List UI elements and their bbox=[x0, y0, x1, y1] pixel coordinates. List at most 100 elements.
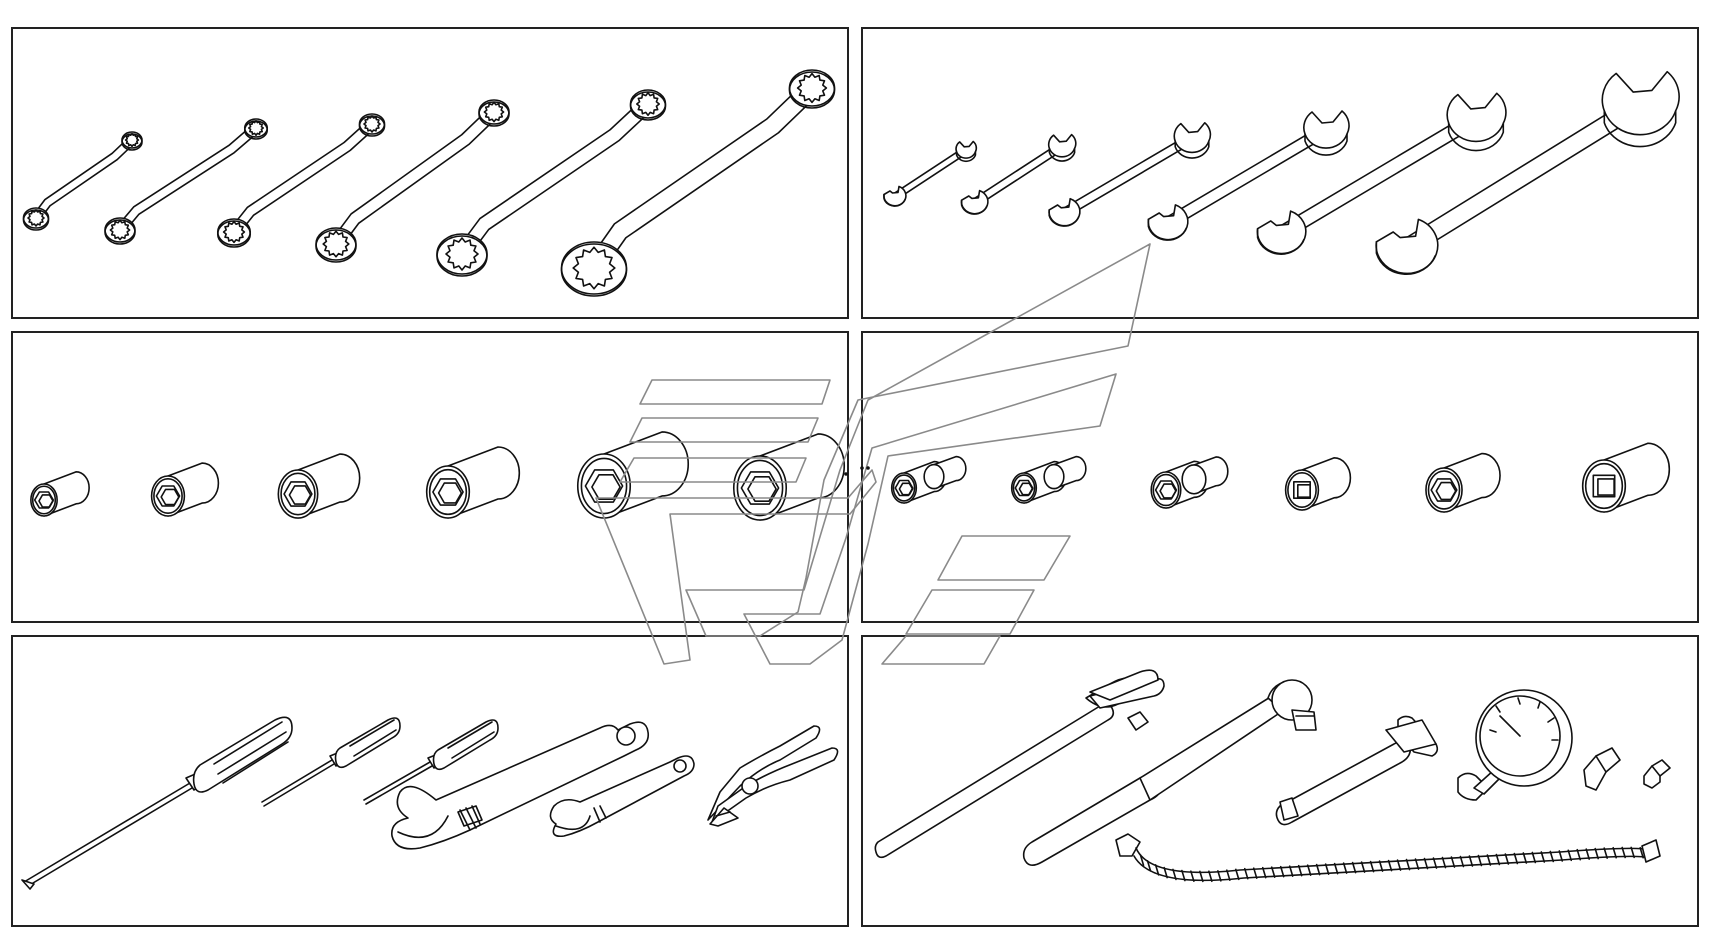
panel-hex-sockets bbox=[11, 331, 849, 623]
hex-socket-icon bbox=[277, 453, 361, 519]
hose-rib bbox=[1297, 864, 1303, 877]
ratchet-icon bbox=[1022, 679, 1317, 866]
hose-rib bbox=[1146, 860, 1152, 872]
socket-extension-icon bbox=[923, 455, 967, 490]
t-handle-icon bbox=[874, 669, 1165, 859]
hose-rib bbox=[1342, 862, 1348, 874]
hose-rib bbox=[1387, 859, 1393, 872]
hose-rib bbox=[1423, 857, 1429, 870]
hose-rib bbox=[1405, 858, 1411, 871]
socket-icon bbox=[1581, 442, 1671, 513]
hose-rib bbox=[1540, 851, 1546, 863]
socket-extension-icon bbox=[1043, 455, 1087, 490]
hose-rib bbox=[1261, 866, 1267, 879]
hose-rib bbox=[1360, 861, 1366, 873]
panel-hand-tools bbox=[11, 635, 849, 927]
hose-rib bbox=[1243, 867, 1249, 880]
hose-rib bbox=[1522, 852, 1528, 864]
adapter-icon bbox=[1643, 759, 1671, 789]
socket-icon bbox=[1425, 452, 1501, 513]
pliers-icon bbox=[707, 725, 839, 827]
hose-rib bbox=[1226, 869, 1231, 881]
hose-rib bbox=[1603, 847, 1608, 859]
hose-rib bbox=[1288, 865, 1294, 877]
hose-rib bbox=[1477, 854, 1483, 867]
hose-rib bbox=[1585, 848, 1591, 860]
hose-rib bbox=[1163, 866, 1168, 879]
hose-rib bbox=[1450, 856, 1456, 868]
extension-bar-icon bbox=[1275, 715, 1439, 826]
panel-mixed-sockets bbox=[861, 331, 1699, 623]
hose-rib bbox=[1396, 859, 1402, 871]
hose-rib bbox=[1567, 849, 1573, 862]
socket-extension-icon bbox=[1181, 456, 1229, 495]
hose-rib bbox=[1594, 847, 1599, 860]
hex-socket-icon bbox=[30, 471, 90, 517]
hose-rib bbox=[1234, 868, 1240, 881]
hose-rib bbox=[1217, 870, 1222, 882]
hose-rib bbox=[1495, 853, 1501, 866]
screwdriver-icon bbox=[261, 717, 401, 807]
hex-socket-icon bbox=[150, 462, 220, 517]
hose-rib bbox=[1576, 848, 1582, 861]
ring-spanner-icon bbox=[436, 89, 667, 277]
hose-rib bbox=[1549, 850, 1555, 863]
ring-spanner-icon bbox=[216, 113, 386, 248]
hose-rib bbox=[1333, 862, 1339, 875]
adapter-icon bbox=[1583, 747, 1621, 791]
hose-rib bbox=[1252, 867, 1258, 879]
open-end-wrench-icon bbox=[1375, 70, 1680, 275]
hose-rib bbox=[1378, 860, 1384, 872]
open-end-wrench-icon bbox=[1256, 92, 1507, 255]
hose-rib bbox=[1459, 855, 1465, 868]
hose-rib bbox=[1270, 866, 1276, 878]
screwdriver-icon bbox=[363, 719, 499, 805]
hose-rib bbox=[1369, 860, 1375, 873]
hose-rib bbox=[1315, 863, 1321, 876]
flexible-hose-icon bbox=[1115, 833, 1661, 883]
hose-rib bbox=[1279, 865, 1285, 878]
hose-rib bbox=[1172, 868, 1177, 881]
hose-rib bbox=[1181, 869, 1186, 882]
hose-rib bbox=[1441, 856, 1447, 869]
hose-rib bbox=[1558, 850, 1564, 862]
hose-rib bbox=[1190, 870, 1195, 882]
hose-rib bbox=[1306, 864, 1312, 876]
hose-rib bbox=[1621, 846, 1626, 859]
panel-open-end-wrenches bbox=[861, 27, 1699, 319]
hose-rib bbox=[1468, 855, 1474, 867]
hose-rib bbox=[1208, 870, 1213, 883]
hose-rib bbox=[1504, 853, 1510, 865]
hose-rib bbox=[1639, 846, 1644, 859]
open-end-wrench-icon bbox=[1048, 122, 1212, 227]
hose-rib bbox=[1351, 861, 1357, 874]
hose-rib bbox=[1324, 863, 1330, 875]
hose-rib bbox=[1612, 846, 1617, 859]
ring-spanner-icon bbox=[104, 118, 269, 245]
pressure-gauge-icon bbox=[1457, 689, 1573, 801]
hose-rib bbox=[1139, 854, 1145, 867]
socket-icon bbox=[1284, 457, 1352, 511]
adjustable-wrench-icon bbox=[549, 755, 695, 838]
hose-rib bbox=[1486, 854, 1492, 866]
screwdriver-icon bbox=[21, 716, 293, 890]
hex-socket-icon bbox=[425, 446, 521, 519]
hex-socket-icon bbox=[576, 431, 690, 519]
open-end-wrench-icon bbox=[1147, 110, 1350, 241]
hose-rib bbox=[1414, 858, 1420, 870]
hose-rib bbox=[1154, 864, 1160, 876]
brand-watermark-icon bbox=[595, 243, 1151, 665]
hose-rib bbox=[1630, 846, 1635, 859]
hose-rib bbox=[1432, 857, 1438, 869]
adjustable-wrench-icon bbox=[391, 721, 650, 850]
panel-ring-spanners bbox=[11, 27, 849, 319]
hose-rib bbox=[1513, 852, 1519, 865]
ring-spanner-icon bbox=[560, 69, 836, 297]
panel-drive-tools-and-gauge bbox=[861, 635, 1699, 927]
open-end-wrench-icon bbox=[960, 133, 1077, 215]
open-end-wrench-icon bbox=[883, 140, 978, 207]
hose-rib bbox=[1531, 851, 1537, 864]
ring-spanner-icon bbox=[22, 131, 143, 231]
hose-rib bbox=[1199, 870, 1204, 883]
